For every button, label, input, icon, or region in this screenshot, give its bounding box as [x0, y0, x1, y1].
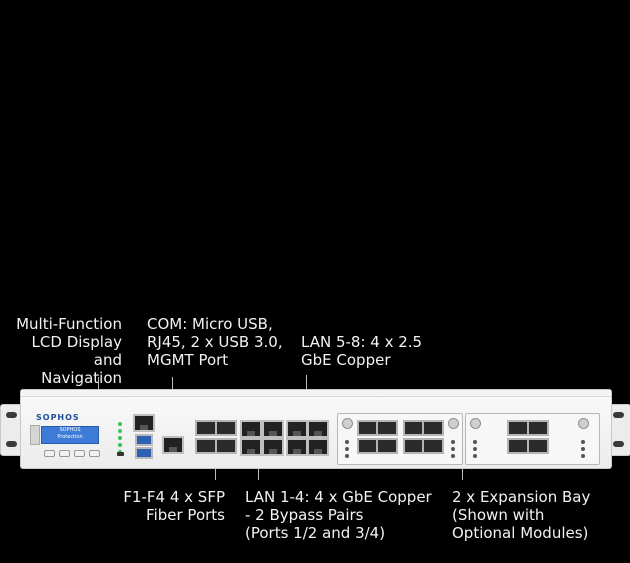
lan-port-2[interactable] [262, 420, 284, 438]
micro-usb-port[interactable] [117, 452, 124, 456]
lan-port-8[interactable] [307, 438, 329, 456]
lan-port-1[interactable] [240, 420, 262, 438]
expansion-bay-1 [337, 413, 463, 465]
screw-icon [448, 418, 459, 429]
nav-button-4[interactable] [89, 450, 100, 457]
sfp-port-f2[interactable] [215, 420, 237, 436]
bay1-sfp-port[interactable] [422, 420, 444, 436]
lcd-display: SOPHOS Protection [41, 426, 99, 444]
nav-button-2[interactable] [59, 450, 70, 457]
label-lan-5-8: LAN 5-8: 4 x 2.5 GbE Copper [301, 333, 423, 369]
brand-logo: SOPHOS [36, 413, 80, 422]
screw-icon [342, 418, 353, 429]
com-rj45-port[interactable] [133, 414, 155, 432]
label-expansion-bay: 2 x Expansion Bay (Shown with Optional M… [452, 488, 591, 542]
usb-port-2[interactable] [135, 447, 153, 459]
model-tag [30, 425, 40, 445]
label-com-ports: COM: Micro USB, RJ45, 2 x USB 3.0, MGMT … [147, 315, 283, 369]
bay1-sfp-port[interactable] [376, 420, 398, 436]
lan-port-6[interactable] [307, 420, 329, 438]
leader-bay [462, 458, 463, 480]
usb-port-1[interactable] [135, 434, 153, 446]
bay2-sfp-port[interactable] [527, 438, 549, 454]
bay2-sfp-port[interactable] [527, 420, 549, 436]
screw-icon [578, 418, 589, 429]
sfp-port-f4[interactable] [215, 438, 237, 454]
leader-lan14 [258, 458, 259, 480]
sfp-port-f1[interactable] [195, 420, 217, 436]
leader-sfp [215, 458, 216, 480]
sfp-port-f3[interactable] [195, 438, 217, 454]
lan-port-5[interactable] [286, 420, 308, 438]
lan-port-7[interactable] [286, 438, 308, 456]
label-lan-1-4: LAN 1-4: 4 x GbE Copper - 2 Bypass Pairs… [245, 488, 432, 542]
nav-button-3[interactable] [74, 450, 85, 457]
bay1-sfp-port[interactable] [376, 438, 398, 454]
nav-button-1[interactable] [44, 450, 55, 457]
mgmt-port[interactable] [162, 436, 184, 454]
bay1-sfp-port[interactable] [422, 438, 444, 454]
label-sfp-ports: F1-F4 4 x SFP Fiber Ports [123, 488, 225, 524]
lan-port-4[interactable] [262, 438, 284, 456]
bay2-sfp-port[interactable] [507, 438, 529, 454]
screw-icon [470, 418, 481, 429]
lan-port-3[interactable] [240, 438, 262, 456]
bay2-sfp-port[interactable] [507, 420, 529, 436]
label-lcd-display: Multi-Function LCD Display and Navigatio… [16, 315, 122, 387]
